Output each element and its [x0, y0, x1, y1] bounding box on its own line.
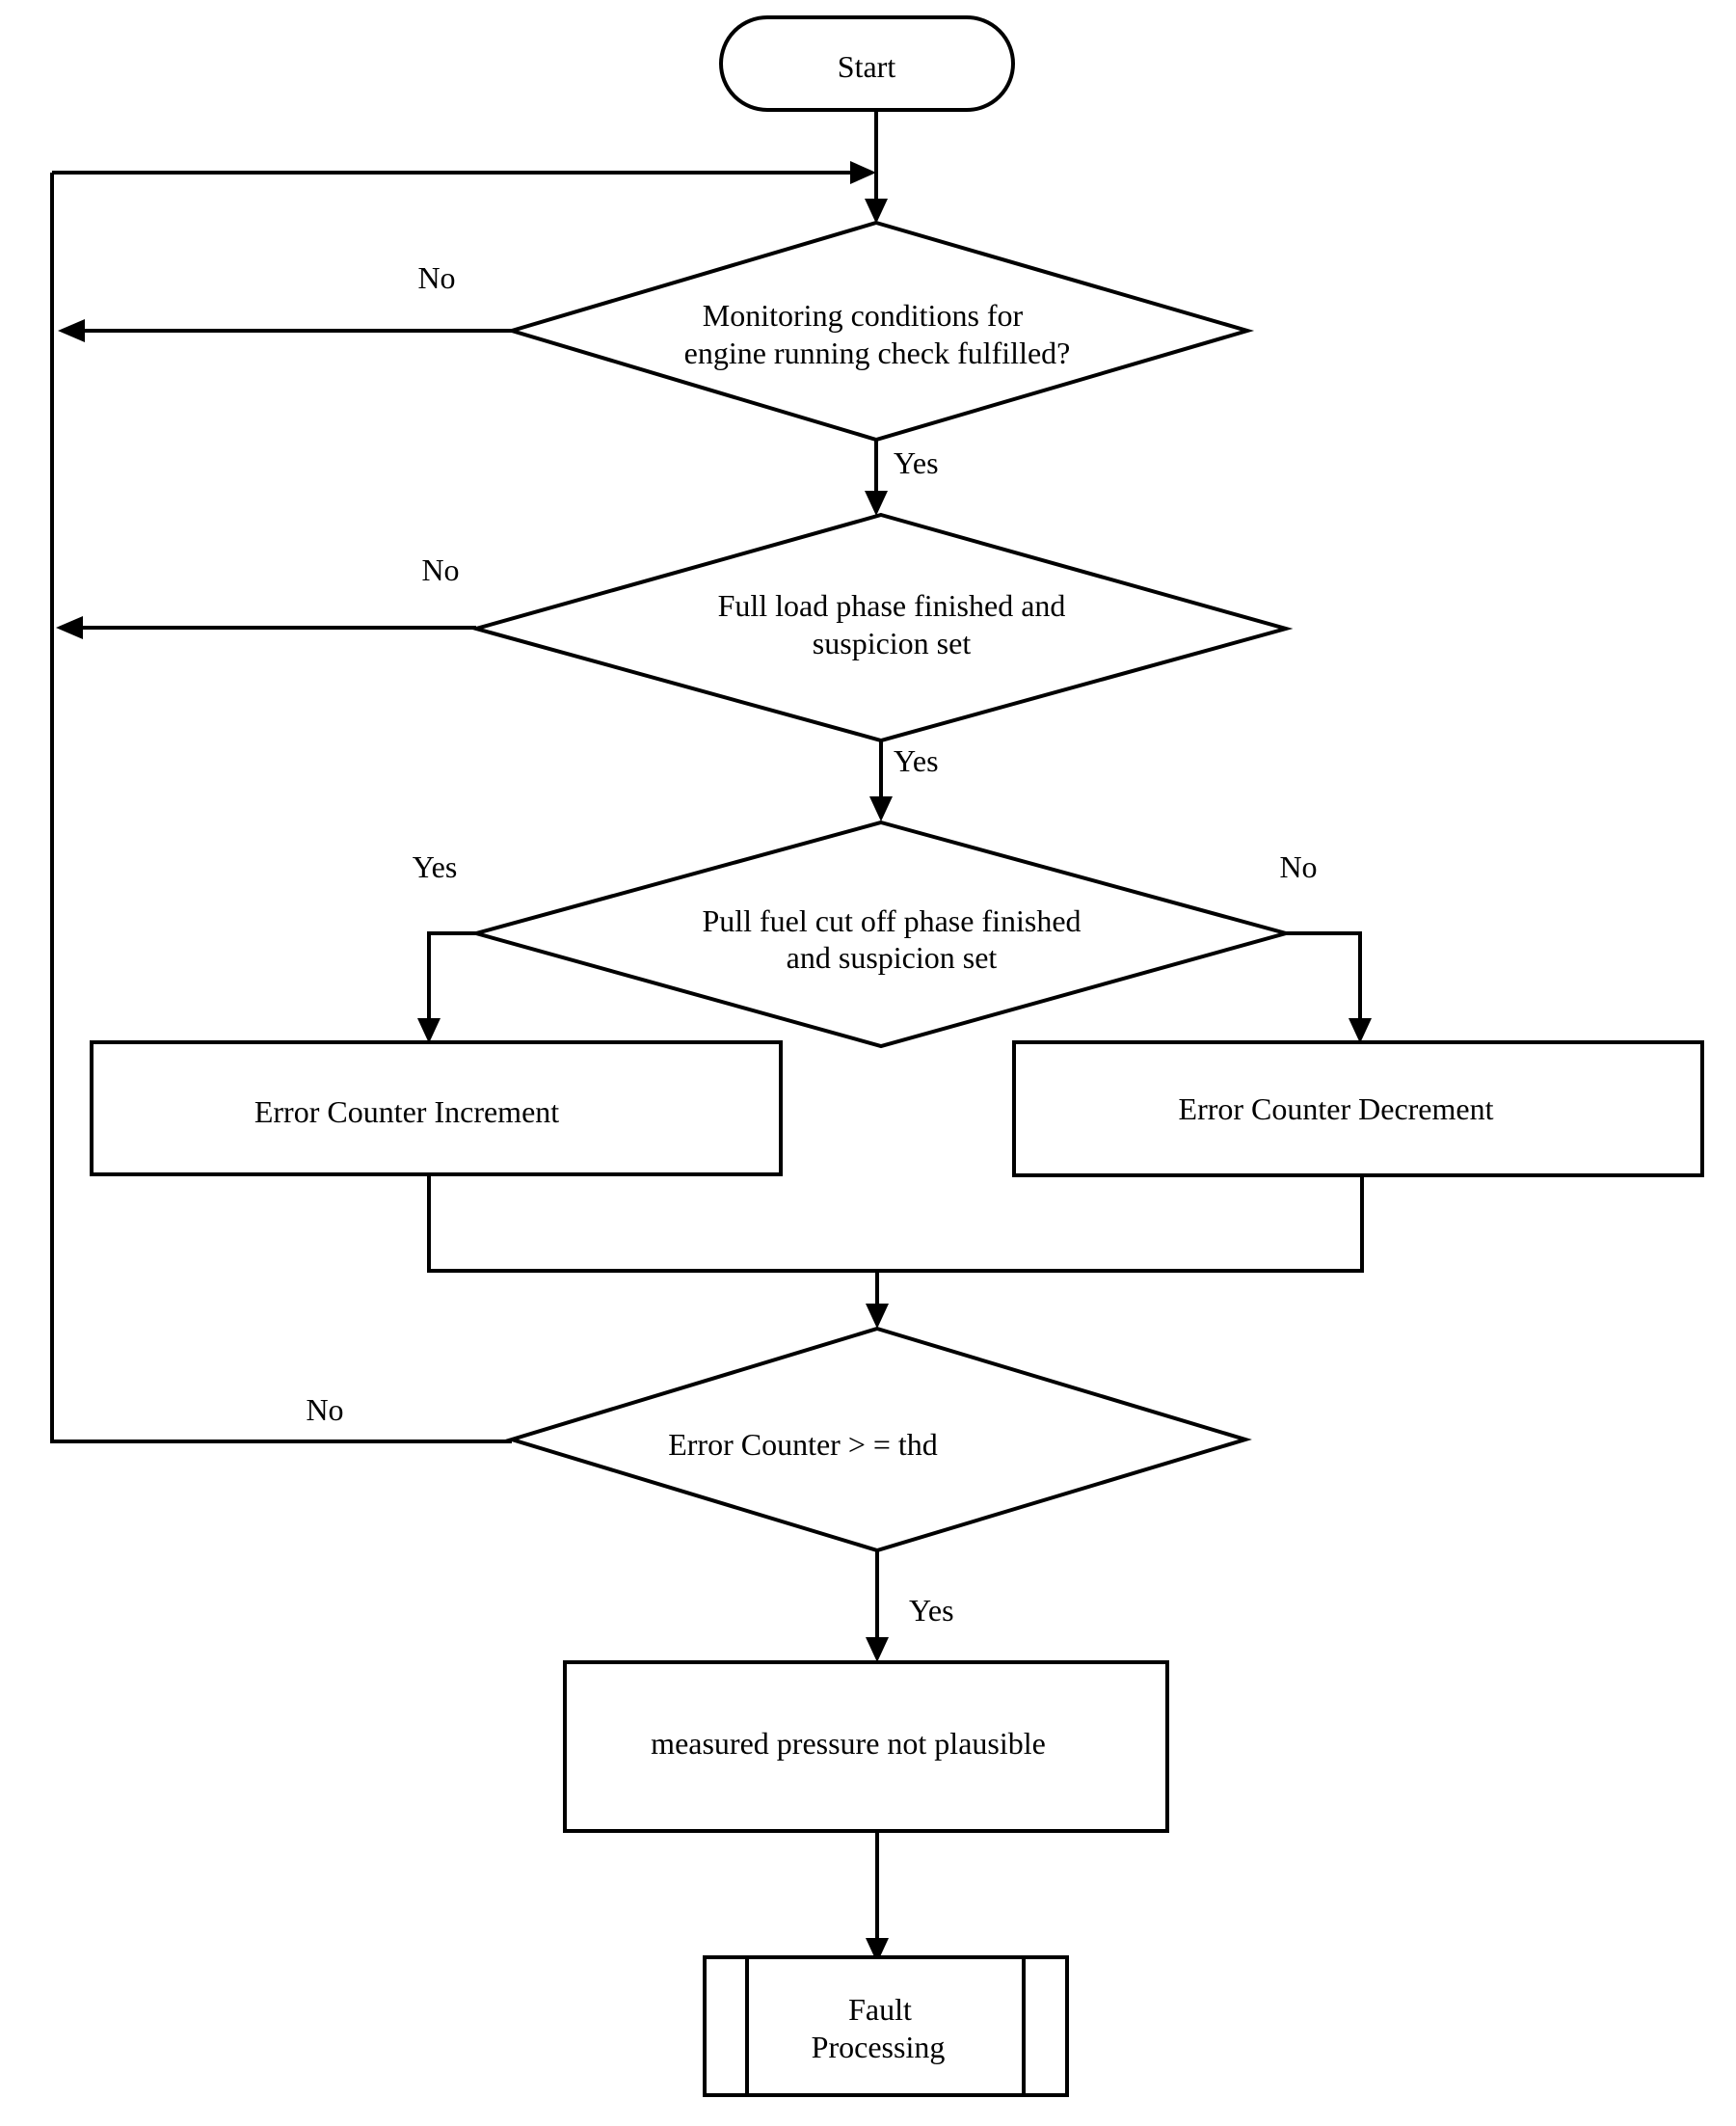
fuel-cut-yes-label: Yes	[413, 849, 458, 884]
arrowhead-full-load-yes	[869, 796, 893, 821]
fault-processing-line2: Processing	[812, 2030, 946, 2064]
arrowhead-monitoring-yes	[865, 491, 888, 516]
arrowhead-into-monitoring	[865, 199, 888, 224]
fuel-cut-no-label: No	[1279, 849, 1317, 884]
full-load-yes-label: Yes	[894, 743, 939, 778]
process-error-counter-increment	[90, 1040, 783, 1176]
connector-decrement-merge	[877, 1175, 1364, 1273]
process-pressure-not-plausible	[563, 1660, 1169, 1833]
connector-fuel-cut-yes	[427, 931, 476, 1020]
arrowhead-full-load-no	[56, 616, 83, 639]
subprocess-fault-processing	[703, 1955, 1069, 2097]
decision-threshold-label: Error Counter > = thd	[668, 1427, 938, 1462]
connector-increment-merge	[427, 1174, 877, 1273]
arrowhead-fuel-cut-no	[1349, 1018, 1372, 1043]
threshold-yes-label: Yes	[909, 1593, 954, 1628]
arrowhead-threshold-yes	[866, 1637, 889, 1662]
decision-fuel-cut-line2: and suspicion set	[787, 940, 998, 975]
process-error-counter-decrement	[1012, 1040, 1704, 1177]
process-decrement-label: Error Counter Decrement	[1179, 1091, 1494, 1126]
threshold-no-label: No	[306, 1392, 343, 1427]
decision-fuel-cut-off-phase	[468, 820, 1294, 1049]
monitoring-no-label: No	[417, 260, 455, 295]
arrowhead-into-threshold	[866, 1304, 889, 1329]
monitoring-yes-label: Yes	[894, 445, 939, 480]
arrowhead-into-fault-processing	[866, 1938, 889, 1963]
decision-full-load-line1: Full load phase finished and	[718, 588, 1066, 623]
start-terminator	[719, 15, 1015, 112]
arrowhead-fuel-cut-yes	[417, 1018, 441, 1043]
decision-monitoring-line1: Monitoring conditions for	[703, 298, 1024, 333]
process-not-plausible-label: measured pressure not plausible	[651, 1726, 1046, 1761]
decision-fuel-cut-line1: Pull fuel cut off phase finished	[702, 903, 1081, 938]
process-increment-label: Error Counter Increment	[254, 1094, 559, 1129]
full-load-no-label: No	[421, 552, 459, 587]
arrowhead-loop-back-top	[850, 161, 876, 184]
start-label: Start	[838, 49, 896, 84]
decision-full-load-line2: suspicion set	[813, 626, 972, 660]
arrowhead-monitoring-no	[58, 319, 85, 342]
connector-fuel-cut-no	[1286, 931, 1362, 1020]
fault-processing-line1: Fault	[848, 1992, 912, 2027]
decision-monitoring-line2: engine running check fulfilled?	[684, 336, 1071, 370]
